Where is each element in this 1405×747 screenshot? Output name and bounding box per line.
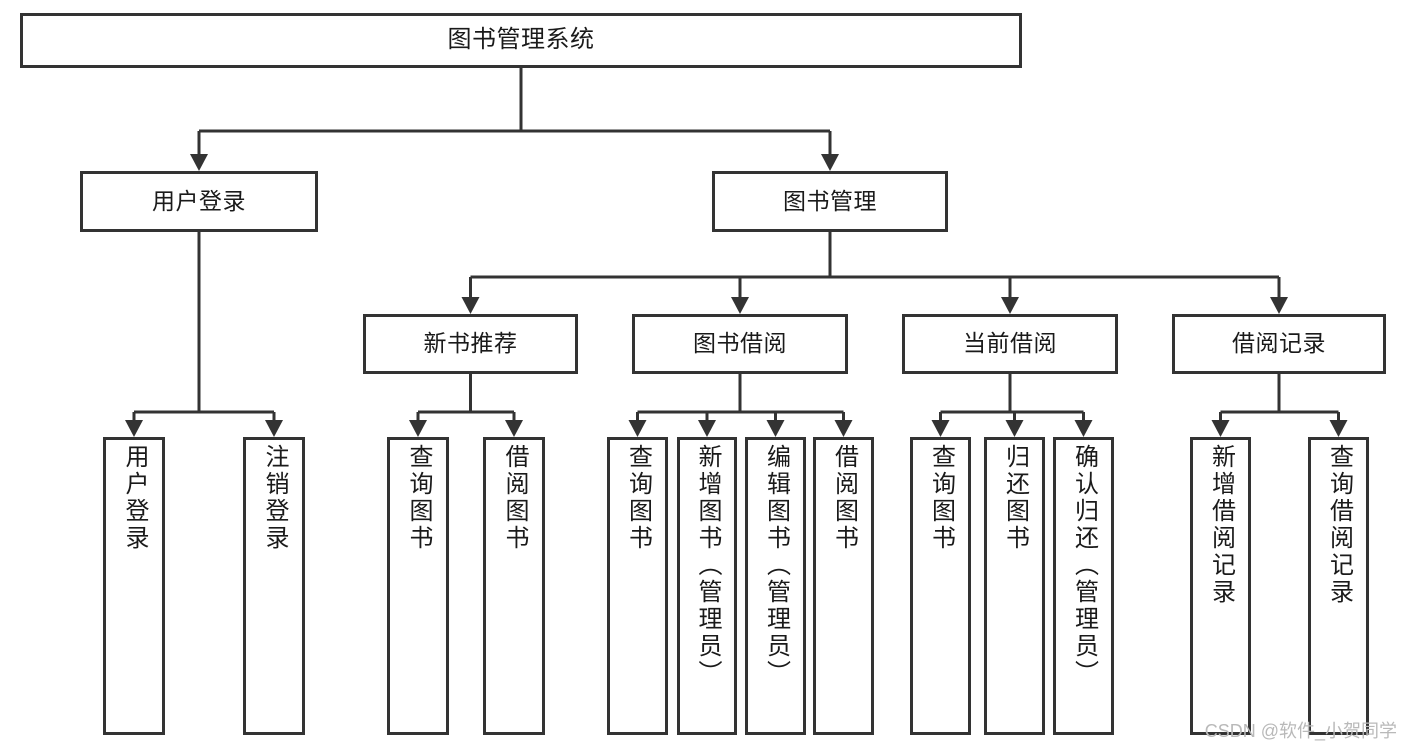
arrowhead-icon <box>409 420 427 437</box>
node-root[interactable]: 图书管理系统 <box>20 13 1022 68</box>
node-l-b1[interactable]: 借阅图书 <box>483 437 545 735</box>
node-label: 归还图书 <box>1001 444 1029 552</box>
arrowhead-icon <box>698 420 716 437</box>
node-label: 图书管理 <box>783 187 877 214</box>
node-label: 查询图书 <box>927 444 955 552</box>
arrowhead-icon <box>1001 297 1019 314</box>
node-bookmgmt[interactable]: 图书管理 <box>712 171 948 232</box>
arrowhead-icon <box>1074 420 1093 437</box>
node-label: 用户登录 <box>152 187 246 214</box>
node-l-logout[interactable]: 注销登录 <box>243 437 305 735</box>
node-records[interactable]: 借阅记录 <box>1172 314 1386 374</box>
arrowhead-icon <box>931 420 950 437</box>
arrowhead-icon <box>265 420 283 437</box>
arrowhead-icon <box>821 154 839 171</box>
node-l-edit[interactable]: 编辑图书（管理员） <box>745 437 806 735</box>
node-label: 查询图书 <box>405 444 432 552</box>
arrowhead-icon <box>1329 420 1348 437</box>
node-l-add[interactable]: 新增图书（管理员） <box>677 437 737 735</box>
node-label: 图书借阅 <box>693 330 787 357</box>
node-label: 新增图书（管理员） <box>694 444 721 687</box>
arrowhead-icon <box>628 420 647 437</box>
arrowhead-icon <box>1211 420 1230 437</box>
node-label: 借阅记录 <box>1232 330 1326 357</box>
arrowhead-icon <box>505 420 523 437</box>
node-label: 确认归还（管理员） <box>1070 444 1098 687</box>
node-login[interactable]: 用户登录 <box>80 171 318 232</box>
arrowhead-icon <box>766 420 785 437</box>
node-l-q2[interactable]: 查询图书 <box>607 437 668 735</box>
node-label: 借阅图书 <box>830 444 858 552</box>
node-l-b2[interactable]: 借阅图书 <box>813 437 874 735</box>
node-label: 用户登录 <box>121 444 148 552</box>
node-label: 图书管理系统 <box>447 26 595 54</box>
node-l-q3[interactable]: 查询图书 <box>910 437 971 735</box>
arrowhead-icon <box>125 420 143 437</box>
node-label: 查询借阅记录 <box>1325 444 1353 606</box>
node-l-confirm[interactable]: 确认归还（管理员） <box>1053 437 1114 735</box>
node-label: 借阅图书 <box>501 444 528 552</box>
node-label: 编辑图书（管理员） <box>762 444 790 687</box>
arrowhead-icon <box>1270 297 1288 314</box>
node-l-addrec[interactable]: 新增借阅记录 <box>1190 437 1251 735</box>
arrowhead-icon <box>834 420 853 437</box>
node-label: 新书推荐 <box>423 330 518 357</box>
node-l-qrec[interactable]: 查询借阅记录 <box>1308 437 1369 735</box>
node-l-q1[interactable]: 查询图书 <box>387 437 449 735</box>
node-current[interactable]: 当前借阅 <box>902 314 1118 374</box>
arrowhead-icon <box>461 297 480 314</box>
node-label: 当前借阅 <box>963 330 1057 357</box>
arrowhead-icon <box>190 154 208 171</box>
node-l-login[interactable]: 用户登录 <box>103 437 165 735</box>
arrowhead-icon <box>731 297 749 314</box>
node-borrow[interactable]: 图书借阅 <box>632 314 848 374</box>
node-newrec[interactable]: 新书推荐 <box>363 314 578 374</box>
watermark: CSDN @软件_小贺同学 <box>1204 721 1397 741</box>
node-label: 注销登录 <box>261 444 288 552</box>
node-label: 查询图书 <box>624 444 652 552</box>
arrowhead-icon <box>1005 420 1024 437</box>
node-l-return[interactable]: 归还图书 <box>984 437 1045 735</box>
node-label: 新增借阅记录 <box>1207 444 1235 606</box>
